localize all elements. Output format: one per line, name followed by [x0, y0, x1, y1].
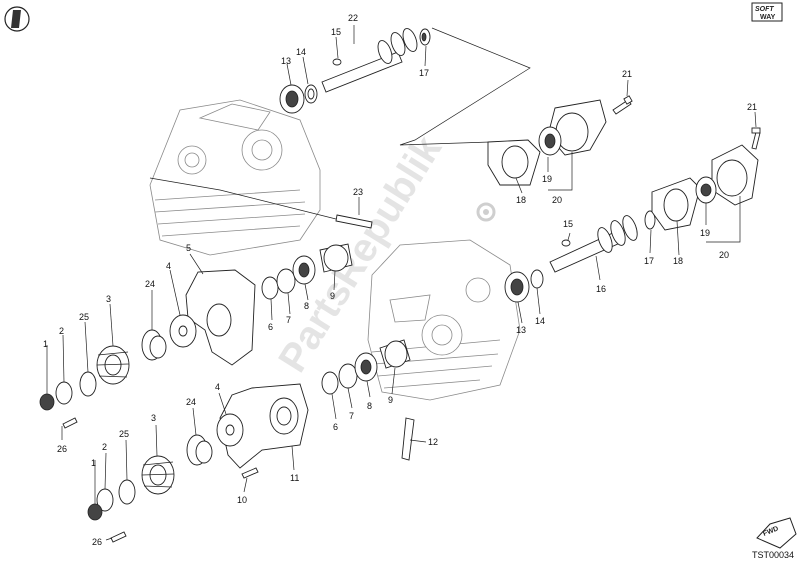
callout-labels: 22 15 14 13 17 21 18 19 20 21 23 5 4 24 …: [43, 13, 757, 547]
callout-21: 21: [622, 69, 632, 79]
callout-2: 2: [59, 326, 64, 336]
callout-8: 8: [367, 401, 372, 411]
callout-25: 25: [79, 312, 89, 322]
callout-24: 24: [145, 279, 155, 289]
logo-top-text: SOFT: [755, 6, 774, 13]
leader-lines: [46, 25, 757, 541]
reference-lines: [149, 27, 531, 221]
callout-13: 13: [281, 56, 291, 66]
forward-arrow-icon: FWD: [756, 517, 797, 549]
callout-18: 18: [673, 256, 683, 266]
callout-15: 15: [331, 27, 341, 37]
callout-18: 18: [516, 195, 526, 205]
callout-5: 5: [186, 243, 191, 253]
callout-17: 17: [644, 256, 654, 266]
callout-13: 13: [516, 325, 526, 335]
callout-19: 19: [700, 228, 710, 238]
rear-cam-cover-assembly: [487, 95, 633, 186]
callout-4: 4: [215, 382, 220, 392]
front-bearing-stack: [321, 339, 411, 395]
callout-24: 24: [186, 397, 196, 407]
callout-3: 3: [151, 413, 156, 423]
callout-14: 14: [296, 47, 306, 57]
callout-15: 15: [563, 219, 573, 229]
diagram-code: TST00034: [752, 550, 794, 560]
softway-logo: SOFT WAY: [751, 2, 783, 22]
callout-6: 6: [333, 422, 338, 432]
callout-25: 25: [119, 429, 129, 439]
dowel-pin-23: [335, 214, 373, 229]
callout-21: 21: [747, 102, 757, 112]
logo-bottom-text: WAY: [760, 14, 776, 21]
callout-16: 16: [596, 284, 606, 294]
callout-7: 7: [286, 315, 291, 325]
rear-cylinder-head: [149, 99, 321, 256]
corner-badge-icon: [4, 6, 30, 32]
callout-6: 6: [268, 322, 273, 332]
stud-12: [401, 417, 415, 461]
callout-20: 20: [719, 250, 729, 260]
callout-1: 1: [43, 339, 48, 349]
callout-26: 26: [92, 537, 102, 547]
watermark-gear-icon: [476, 202, 496, 222]
callout-17: 17: [419, 68, 429, 78]
callout-23: 23: [353, 187, 363, 197]
callout-20: 20: [552, 195, 562, 205]
front-cylinder-head: [367, 239, 521, 401]
callout-1: 1: [91, 458, 96, 468]
callout-19: 19: [542, 174, 552, 184]
front-camshaft-assembly: [504, 127, 761, 303]
callout-14: 14: [535, 316, 545, 326]
callout-12: 12: [428, 437, 438, 447]
callout-11: 11: [290, 473, 299, 483]
front-timing-gear-group: [87, 383, 309, 543]
rear-bearing-stack: [261, 243, 353, 300]
callout-10: 10: [237, 495, 247, 505]
callout-26: 26: [57, 444, 67, 454]
rear-camshaft-assembly: [279, 28, 431, 114]
callout-2: 2: [102, 442, 107, 452]
callout-9: 9: [388, 395, 393, 405]
callout-3: 3: [106, 294, 111, 304]
callout-8: 8: [304, 301, 309, 311]
callout-7: 7: [349, 411, 354, 421]
callout-9: 9: [330, 291, 335, 301]
callout-22: 22: [348, 13, 358, 23]
callout-4: 4: [166, 261, 171, 271]
rear-timing-gear-group: [39, 269, 256, 429]
